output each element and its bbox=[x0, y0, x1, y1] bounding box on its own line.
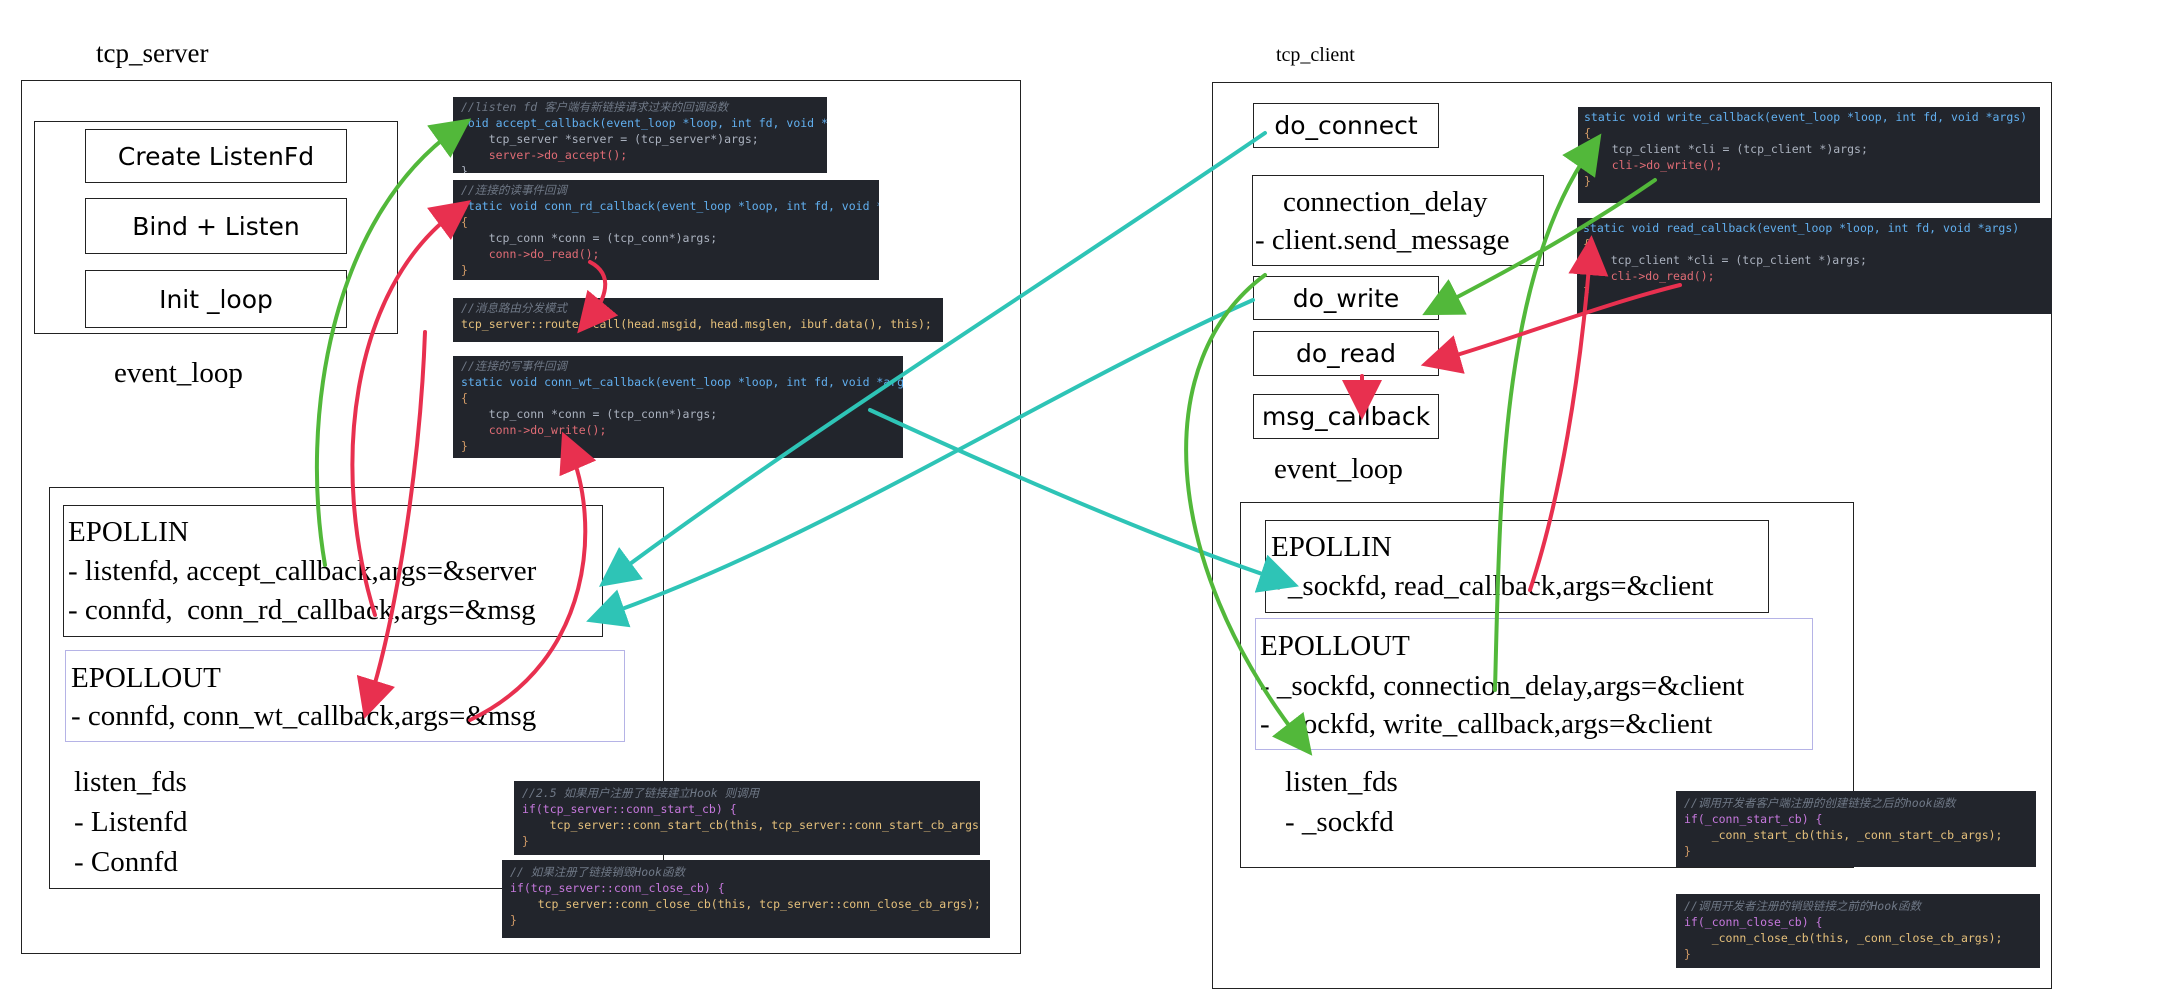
server-epollin-heading: EPOLLIN bbox=[68, 516, 189, 548]
write-callback-code: static void write_callback(event_loop *l… bbox=[1578, 107, 2040, 203]
msg-callback-box: msg_callback bbox=[1253, 394, 1439, 439]
server-epollin-listenfd: - listenfd, accept_callback,args=&server bbox=[68, 555, 537, 587]
client-epollout-write-callback: - _sockfd, write_callback,args=&client bbox=[1260, 708, 1713, 740]
server-conn-start-hook-code: //2.5 如果用户注册了链接建立Hook 则调用 if(tcp_server:… bbox=[514, 781, 980, 855]
client-listen-fds-sockfd: - _sockfd bbox=[1285, 806, 1394, 838]
client-conn-close-hook-code: //调用开发者注册的销毁链接之前的Hook函数 if(_conn_close_c… bbox=[1676, 894, 2040, 968]
router-call-code: //消息路由分发模式 tcp_server::router.call(head.… bbox=[453, 298, 943, 342]
connection-delay-label: connection_delay bbox=[1283, 186, 1488, 218]
conn-rd-callback-code: //连接的读事件回调 static void conn_rd_callback(… bbox=[453, 180, 879, 280]
client-epollout-heading: EPOLLOUT bbox=[1260, 630, 1410, 662]
server-listen-fds-connfd: - Connfd bbox=[74, 846, 178, 878]
server-conn-close-hook-code: // 如果注册了链接销毁Hook函数 if(tcp_server::conn_c… bbox=[502, 860, 990, 938]
bind-listen-box: Bind + Listen bbox=[85, 198, 347, 254]
connection-delay-send-message: - client.send_message bbox=[1255, 224, 1510, 256]
server-epollout-box bbox=[65, 650, 625, 742]
client-event-loop-label: event_loop bbox=[1274, 453, 1403, 485]
conn-wt-callback-code: //连接的写事件回调 static void conn_wt_callback(… bbox=[453, 356, 903, 458]
client-epollin-sockfd: - _sockfd, read_callback,args=&client bbox=[1271, 570, 1714, 602]
server-epollout-heading: EPOLLOUT bbox=[71, 662, 221, 694]
server-listen-fds-listenfd: - Listenfd bbox=[74, 806, 188, 838]
server-title: tcp_server bbox=[96, 38, 209, 68]
client-epollout-connection-delay: - _sockfd, connection_delay,args=&client bbox=[1260, 670, 1745, 702]
server-listen-fds-heading: listen_fds bbox=[74, 766, 187, 798]
client-listen-fds-heading: listen_fds bbox=[1285, 766, 1398, 798]
server-epollin-connfd: - connfd, conn_rd_callback,args=&msg bbox=[68, 594, 536, 626]
client-title: tcp_client bbox=[1276, 44, 1355, 66]
do-connect-box: do_connect bbox=[1253, 103, 1439, 148]
do-read-box: do_read bbox=[1253, 331, 1439, 376]
init-loop-box: Init _loop bbox=[85, 270, 347, 328]
client-epollin-heading: EPOLLIN bbox=[1271, 531, 1392, 563]
server-event-loop-label: event_loop bbox=[114, 357, 243, 389]
do-write-box: do_write bbox=[1253, 276, 1439, 320]
client-conn-start-hook-code: //调用开发者客户端注册的创建链接之后的hook函数 if(_conn_star… bbox=[1676, 791, 2036, 867]
create-listenfd-box: Create ListenFd bbox=[85, 129, 347, 183]
read-callback-code: static void read_callback(event_loop *lo… bbox=[1577, 218, 2052, 314]
accept-callback-code: //listen fd 客户端有新链接请求过来的回调函数 void accept… bbox=[453, 97, 827, 173]
server-epollout-connfd: - connfd, conn_wt_callback,args=&msg bbox=[71, 700, 537, 732]
